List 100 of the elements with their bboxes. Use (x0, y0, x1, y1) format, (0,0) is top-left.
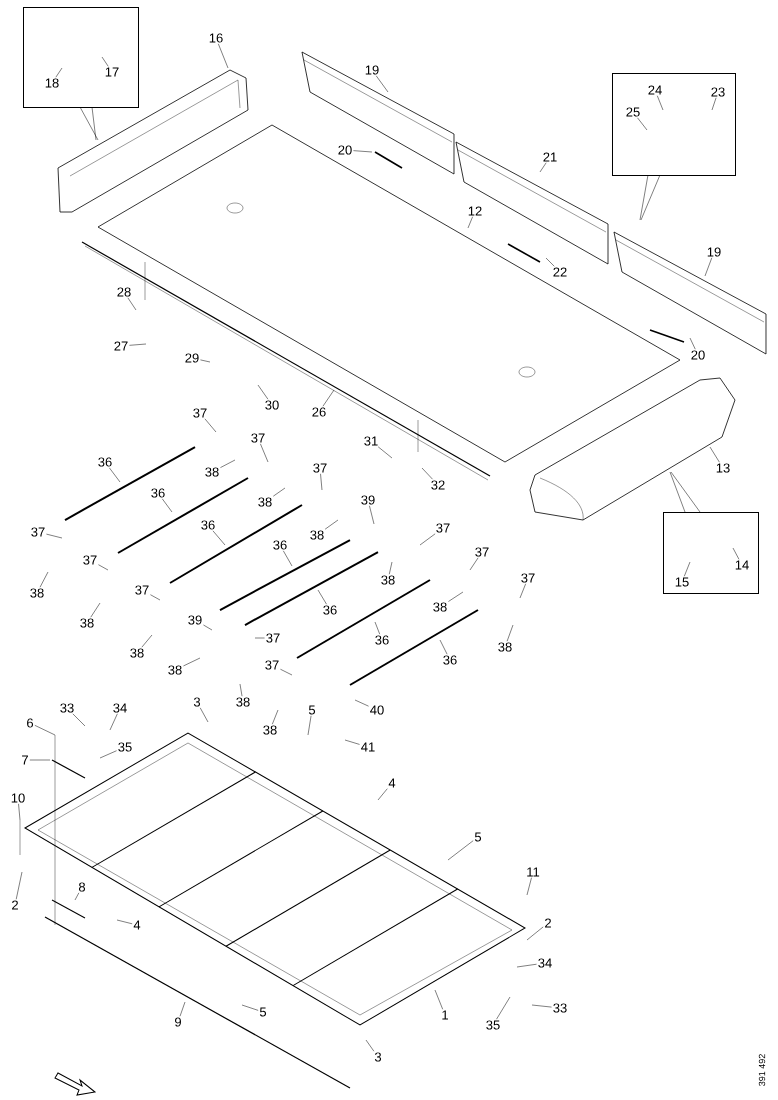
callout-number: 37 (31, 527, 45, 537)
leader-line (640, 174, 661, 221)
leader-line (448, 591, 464, 602)
leader-line (280, 668, 293, 676)
leader-line (704, 257, 713, 277)
callout-number: 24 (648, 85, 662, 95)
callout-number: 37 (313, 463, 327, 473)
callout-number: 36 (273, 540, 287, 550)
leader-line (18, 803, 21, 821)
leader-line (283, 550, 293, 567)
leader-line (670, 471, 701, 513)
leader-line (273, 487, 286, 497)
inset-box (23, 7, 139, 108)
leader-line (377, 446, 393, 459)
leader-line (324, 519, 339, 530)
callout-number: 9 (175, 1017, 181, 1027)
callout-number: 37 (266, 633, 280, 643)
callout-number: 2 (545, 918, 551, 928)
leader-line (447, 840, 474, 861)
callout-number: 19 (707, 247, 721, 257)
callout-number: 1 (442, 1010, 448, 1020)
callout-number: 4 (388, 778, 396, 788)
callout-number: 37 (436, 523, 450, 533)
callout-number: 8 (78, 882, 86, 892)
callout-number: 28 (117, 287, 131, 297)
callout-number: 38 (381, 575, 395, 585)
leader-line (46, 533, 63, 539)
callout-number: 26 (312, 407, 326, 417)
leader-line (519, 583, 526, 599)
callout-number: 3 (193, 697, 201, 707)
callout-number: 19 (365, 65, 379, 75)
leader-line (183, 657, 201, 667)
leader-line (260, 443, 269, 463)
leader-line (439, 639, 448, 655)
leader-line (637, 117, 648, 131)
leader-line (203, 624, 213, 631)
leader-line (218, 43, 229, 69)
callout-number: 38 (258, 497, 272, 507)
leader-line (129, 343, 147, 346)
callout-number: 33 (60, 703, 74, 713)
callout-number: 3 (374, 1052, 382, 1062)
callout-number: 41 (361, 742, 375, 752)
leader-line (732, 547, 740, 560)
leader-line (141, 634, 153, 648)
leader-line (90, 602, 101, 618)
callout-number: 37 (83, 555, 97, 565)
leader-line (109, 467, 121, 483)
callout-number: 20 (338, 145, 352, 155)
callout-number: 27 (114, 341, 128, 351)
leader-line (320, 473, 323, 491)
leader-line (711, 97, 717, 111)
callout-number: 11 (527, 867, 540, 877)
callout-number: 20 (691, 350, 705, 360)
callout-number: 38 (80, 618, 94, 628)
leader-line (526, 877, 532, 896)
leader-line (496, 996, 511, 1020)
callout-number: 10 (11, 793, 25, 803)
callout-number: 16 (209, 33, 223, 43)
leader-line (369, 505, 375, 525)
callout-number: 6 (27, 718, 34, 728)
callout-number: 29 (185, 353, 199, 363)
callout-number: 38 (130, 648, 144, 658)
leader-line (317, 589, 327, 605)
leader-line (39, 571, 49, 588)
inset-box (663, 512, 759, 594)
leader-line (162, 498, 173, 513)
leader-line (421, 467, 433, 480)
leader-line (34, 725, 56, 736)
leader-line (116, 919, 133, 925)
leader-line (241, 1004, 259, 1011)
leader-line (127, 297, 137, 311)
callout-number: 39 (361, 495, 375, 505)
leader-line (545, 257, 555, 267)
leader-line (354, 699, 369, 707)
callout-number: 38 (433, 602, 447, 612)
callout-number: 39 (188, 615, 202, 625)
leader-line (657, 95, 664, 111)
callout-number: 35 (118, 742, 132, 752)
leader-line (307, 715, 312, 736)
drawing-number: 391 492 (758, 1054, 766, 1086)
callout-number: 36 (375, 635, 389, 645)
leader-line (506, 624, 514, 642)
callout-number: 38 (168, 665, 182, 675)
leader-line (419, 533, 436, 546)
callout-number: 14 (735, 560, 749, 570)
callout-number: 12 (468, 206, 482, 216)
leader-line (684, 561, 691, 577)
callout-number: 34 (538, 958, 552, 968)
leader-line (375, 75, 389, 93)
inset-box (612, 73, 736, 176)
callout-number: 37 (265, 660, 279, 670)
leader-line (539, 162, 547, 173)
callout-number: 37 (135, 585, 149, 595)
callout-number: 31 (364, 436, 378, 446)
leader-line (199, 707, 209, 723)
callout-number: 38 (498, 642, 512, 652)
leader-line (322, 389, 335, 407)
leader-line (239, 683, 243, 697)
leader-line (344, 739, 360, 745)
callout-number: 15 (675, 577, 689, 587)
